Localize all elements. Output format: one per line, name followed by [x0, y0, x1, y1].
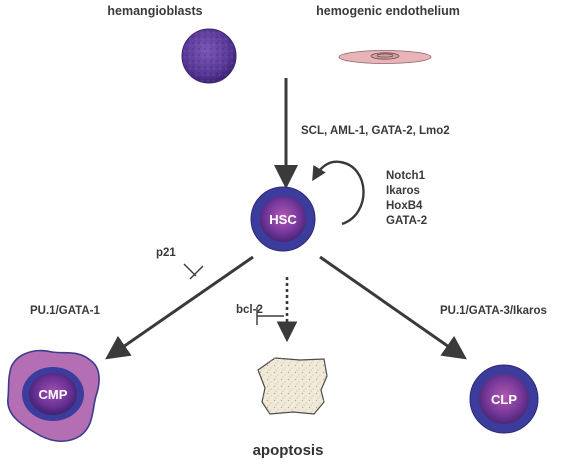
- endothelial-cell: [338, 50, 432, 64]
- hsc-cell: HSC: [250, 186, 316, 252]
- bcl2-inhibition-mark: [256, 307, 284, 325]
- self-renewal-factor-hoxb4: HoxB4: [386, 200, 423, 212]
- p21-label: p21: [156, 247, 176, 259]
- cmp-branch-factors-label: PU.1/GATA-1: [30, 305, 100, 317]
- clp-cell: CLP: [469, 364, 539, 434]
- bcl2-label: bcl-2: [236, 304, 263, 316]
- hsc-to-clp-arrow: [319, 255, 467, 360]
- clp-label: CLP: [491, 392, 517, 407]
- apoptosis-label: apoptosis: [253, 442, 324, 459]
- cmp-cell: CMP: [7, 349, 100, 443]
- self-renewal-arrow: [312, 160, 365, 226]
- self-renewal-factor-notch1: Notch1: [386, 170, 426, 182]
- hemogenic-endothelium-label: hemogenic endothelium: [316, 4, 460, 18]
- clp-branch-factors-label: PU.1/GATA-3/Ikaros: [440, 305, 547, 317]
- self-renewal-factor-ikaros: Ikaros: [386, 185, 420, 197]
- cmp-label: CMP: [39, 387, 68, 402]
- self-renewal-factor-gata2: GATA-2: [386, 215, 427, 227]
- hemangioblasts-label: hemangioblasts: [107, 4, 202, 18]
- apoptotic-cell: [257, 357, 328, 415]
- specification-factors-label: SCL, AML-1, GATA-2, Lmo2: [301, 125, 450, 137]
- hsc-label: HSC: [269, 212, 297, 227]
- hemangioblast-cell: [181, 28, 237, 84]
- hsc-to-cmp-arrow: [105, 255, 254, 360]
- p21-inhibition-mark: [183, 263, 204, 280]
